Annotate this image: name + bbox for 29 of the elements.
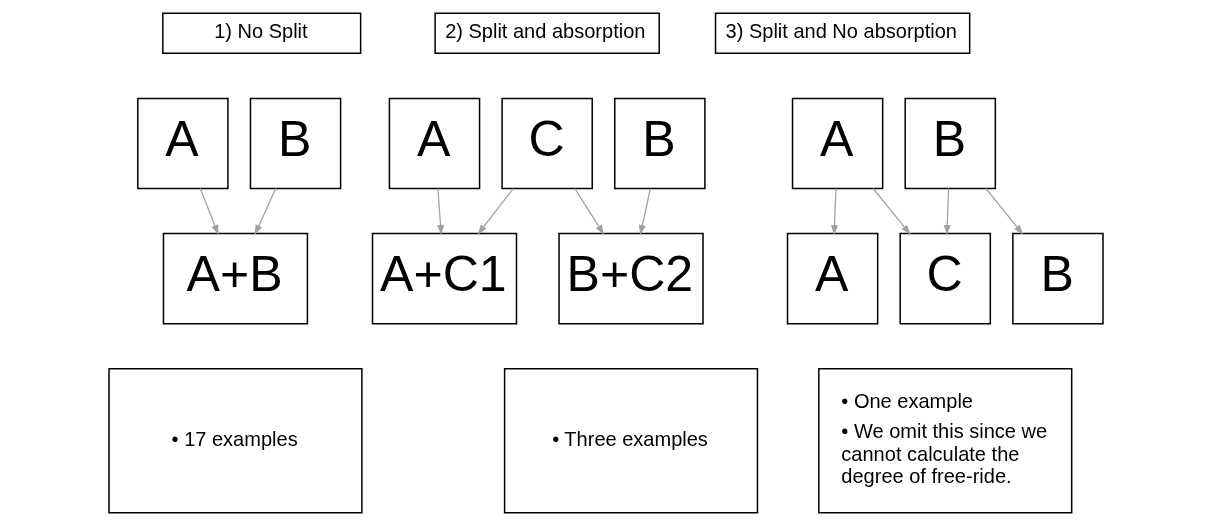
arrow <box>872 187 911 235</box>
node-box: B <box>904 97 997 190</box>
node-box: C <box>899 232 992 325</box>
arrow <box>985 187 1024 235</box>
node-box: B+C2 <box>558 232 704 325</box>
node-box: A <box>786 232 879 325</box>
node-box: 3) Split and No absorption <box>714 12 971 55</box>
arrow <box>638 187 651 235</box>
arrow <box>254 187 277 235</box>
arrow <box>199 187 219 235</box>
node-box: C <box>501 97 593 190</box>
node-box: B <box>249 97 342 190</box>
node-box: B <box>614 97 706 190</box>
node-box: A <box>791 97 884 190</box>
node-box: A <box>388 97 481 190</box>
node-box: A <box>137 97 229 190</box>
arrow <box>477 187 514 235</box>
arrow <box>943 187 951 236</box>
node-box: 1) No Split <box>162 12 362 55</box>
node-box: 2) Split and absorption <box>434 12 660 55</box>
node-box: • Three examples <box>503 368 759 514</box>
node-box: • 17 examples <box>108 368 363 514</box>
node-box: B <box>1012 232 1104 325</box>
arrow <box>831 187 839 236</box>
node-box: A+B <box>162 232 309 325</box>
node-box: • One example • We omit this since we cannot calculate the degree of free-ride. <box>818 368 1073 514</box>
node-box: A+C1 <box>371 232 518 325</box>
arrow <box>574 187 605 235</box>
arrow <box>437 187 445 236</box>
